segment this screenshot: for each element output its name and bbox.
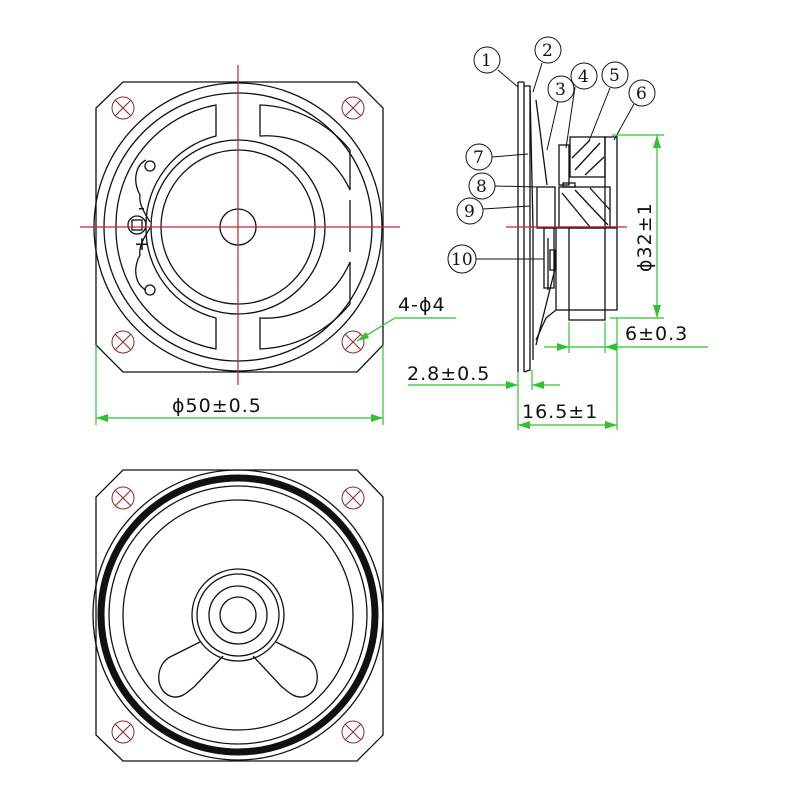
total-depth-label: 16.5±1 bbox=[522, 401, 598, 423]
rear-mounting-holes bbox=[111, 486, 365, 744]
callout-1: 1 bbox=[473, 46, 519, 88]
terminal-minus-label: - bbox=[138, 197, 146, 219]
magnet-thickness-label: 6±0.3 bbox=[625, 323, 688, 345]
callout-9: 9 bbox=[456, 197, 531, 225]
frame-thickness-label: 2.8±0.5 bbox=[407, 363, 490, 385]
callout-7: 7 bbox=[465, 143, 529, 171]
svg-text:4: 4 bbox=[578, 67, 589, 87]
rear-outer-ring bbox=[92, 469, 384, 761]
svg-text:5: 5 bbox=[609, 66, 620, 86]
rear-arm-left bbox=[158, 641, 224, 698]
svg-text:2: 2 bbox=[542, 41, 553, 61]
svg-text:9: 9 bbox=[464, 202, 475, 222]
rear-magnet-inner bbox=[208, 585, 268, 645]
rear-arm-right bbox=[252, 641, 318, 698]
holes-dimension-label: 4-ϕ4 bbox=[398, 294, 446, 316]
callout-2: 2 bbox=[532, 36, 562, 93]
terminal-strip bbox=[127, 159, 156, 296]
rear-basket-ring bbox=[122, 499, 354, 731]
side-view: 1 2 3 4 5 6 7 bbox=[407, 36, 708, 430]
callout-10: 10 bbox=[447, 244, 544, 274]
rear-ring-inner bbox=[108, 485, 368, 745]
mounting-holes bbox=[111, 96, 365, 354]
svg-text:10: 10 bbox=[451, 250, 473, 270]
width-dimension-label: ϕ50±0.5 bbox=[172, 395, 262, 417]
rear-gasket-ring bbox=[97, 474, 379, 756]
front-frame-outline bbox=[95, 81, 384, 373]
callout-4: 4 bbox=[565, 62, 598, 149]
callout-6: 6 bbox=[613, 79, 656, 141]
front-slot-bottom-right bbox=[259, 261, 351, 350]
callout-3: 3 bbox=[546, 75, 575, 151]
callout-8: 8 bbox=[468, 172, 538, 200]
rear-vent-hole bbox=[219, 596, 257, 634]
magnet-diameter-label: ϕ32±1 bbox=[634, 202, 656, 272]
rear-view bbox=[92, 469, 384, 762]
svg-text:3: 3 bbox=[555, 80, 566, 100]
svg-text:1: 1 bbox=[481, 51, 492, 71]
front-slot-left bbox=[115, 104, 217, 350]
svg-text:7: 7 bbox=[473, 148, 484, 168]
front-slot-top-right bbox=[259, 104, 351, 191]
terminal-plus-label: + bbox=[134, 233, 151, 255]
rear-magnet-outer bbox=[191, 568, 285, 662]
rear-frame-outline bbox=[95, 469, 384, 762]
callout-5: 5 bbox=[588, 61, 629, 142]
svg-text:8: 8 bbox=[476, 177, 487, 197]
svg-text:6: 6 bbox=[636, 84, 647, 104]
front-view: - + 4-ϕ4 ϕ50±0.5 bbox=[80, 65, 456, 425]
